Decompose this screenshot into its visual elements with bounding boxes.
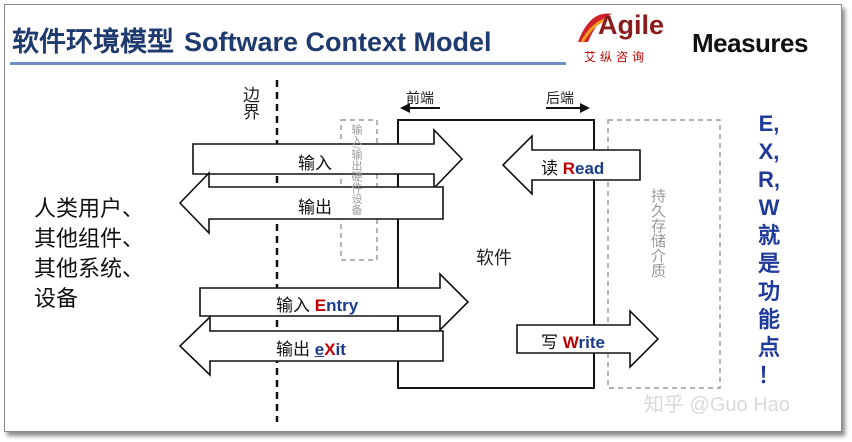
write-label: 写 Write [541, 328, 605, 353]
exrw-char: 能 [757, 307, 780, 332]
page-title: 软件环境模型 Software Context Model [12, 20, 492, 59]
read-rest: ead [575, 159, 605, 178]
exit-label: 输出 eXit [276, 335, 346, 360]
entry-rest: ntry [326, 296, 359, 315]
back-end-label: 后端 [546, 90, 574, 106]
exrw-char: 功 [757, 279, 780, 304]
entry-arrow [199, 272, 470, 332]
exrw-char: 是 [757, 251, 780, 276]
list-item: 人类用户、 [34, 196, 145, 221]
read-arrow [501, 134, 641, 196]
write-rest: rite [578, 333, 605, 352]
read-prefix: 读 [541, 159, 563, 178]
input-arrow [192, 128, 464, 190]
exit-arrow [178, 315, 444, 377]
hw-device-label: 输入/输出硬件设备 [350, 124, 362, 216]
output-arrow [178, 171, 444, 235]
agile-logo-word: Agile [598, 10, 665, 40]
read-label: 读 Read [541, 154, 604, 179]
exrw-char: 就 [757, 223, 780, 248]
entry-letter: E [314, 296, 327, 315]
software-box [397, 119, 595, 389]
title-underline [10, 62, 566, 65]
storage-label: 持久存储介质 [649, 188, 666, 278]
exit-prefix: 输出 [276, 340, 315, 359]
read-letter: R [562, 159, 576, 178]
entry-label: 输入 Entry [276, 291, 358, 316]
entry-prefix: 输入 [276, 296, 315, 315]
exrw-char: 点 [757, 335, 780, 360]
agile-swoosh-icon [578, 13, 612, 43]
front-end-label: 前端 [406, 90, 434, 106]
output-label: 输出 [298, 198, 332, 217]
exrw-char: X, [758, 139, 780, 164]
exit-rest: it [335, 340, 346, 359]
boundary-label: 边界 [240, 86, 262, 120]
exrw-char: ！ [757, 363, 780, 388]
title-cn: 软件环境模型 [12, 27, 174, 57]
exrw-char: W [758, 195, 780, 220]
title-en: Software Context Model [184, 27, 492, 57]
write-letter: W [562, 333, 579, 352]
agile-logo-sub: 艾纵咨询 [584, 50, 649, 64]
exrw-note: E, X, R, W 就 是 功 能 点 ！ [754, 110, 784, 390]
exit-e: e [314, 340, 325, 359]
write-arrow [516, 309, 660, 369]
exrw-char: R, [758, 167, 780, 192]
storage-box [607, 119, 721, 389]
list-item: 设备 [34, 286, 79, 311]
watermark: 知乎 @Guo Hao [644, 394, 790, 416]
write-prefix: 写 [541, 333, 563, 352]
exit-x: X [324, 340, 336, 359]
list-item: 其他组件、 [34, 226, 145, 251]
exrw-char: E, [758, 111, 780, 136]
software-label: 软件 [476, 248, 512, 268]
boundary-text: 边界 [240, 86, 259, 120]
measures-logo: Measures [692, 28, 808, 58]
input-label: 输入 [298, 154, 332, 173]
agile-logo: Agile 艾纵咨询 [572, 8, 684, 68]
external-users-list: 人类用户、 其他组件、 其他系统、 设备 [34, 194, 144, 314]
list-item: 其他系统、 [34, 256, 145, 281]
